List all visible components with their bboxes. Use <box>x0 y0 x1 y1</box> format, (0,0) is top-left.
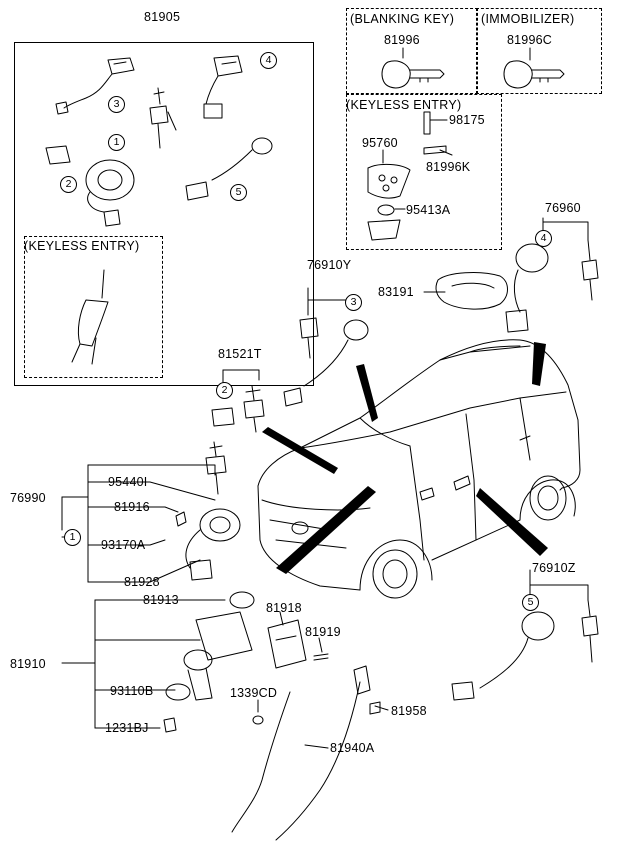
part-label-81919: 81919 <box>305 625 341 639</box>
callout-3: 3 <box>345 294 362 311</box>
indicator-wedges <box>262 342 548 574</box>
callout-1: 1 <box>108 134 125 151</box>
part-label-1231BJ: 1231BJ <box>105 721 149 735</box>
part-label-98175: 98175 <box>449 113 485 127</box>
part-label-83191: 83191 <box>378 285 414 299</box>
callout-5: 5 <box>522 594 539 611</box>
blanking-key-box <box>346 8 478 94</box>
part-label-81996: 81996 <box>384 33 420 47</box>
keyless-entry-box-top <box>346 94 502 250</box>
immobilizer-box <box>476 8 602 94</box>
part-label-93170A: 93170A <box>101 538 146 552</box>
part-label-93110B: 93110B <box>110 684 154 698</box>
part-label-76910Y: 76910Y <box>307 258 352 272</box>
component-sketches <box>45 55 599 841</box>
callout-4: 4 <box>260 52 277 69</box>
callout-3: 3 <box>108 96 125 113</box>
immobilizer-header: (IMMOBILIZER) <box>481 12 575 26</box>
part-label-81916: 81916 <box>114 500 150 514</box>
part-label-95760: 95760 <box>362 136 398 150</box>
part-label-81918: 81918 <box>266 601 302 615</box>
keyless-entry-header-left: (KEYLESS ENTRY) <box>24 239 140 253</box>
part-label-81940A: 81940A <box>330 741 375 755</box>
keyless-entry-header-top: (KEYLESS ENTRY) <box>346 98 462 112</box>
callout-2: 2 <box>216 382 233 399</box>
callout-1: 1 <box>64 529 81 546</box>
group-box-81905 <box>14 42 314 386</box>
part-label-95440I: 95440I <box>108 475 148 489</box>
part-label-81996K: 81996K <box>426 160 471 174</box>
part-label-81996C: 81996C <box>507 33 552 47</box>
part-label-81521T: 81521T <box>218 347 262 361</box>
group-label-81905: 81905 <box>144 10 181 24</box>
part-label-81958: 81958 <box>391 704 427 718</box>
part-label-76960: 76960 <box>545 201 581 215</box>
callout-4: 4 <box>535 230 552 247</box>
callout-2: 2 <box>60 176 77 193</box>
part-label-81928: 81928 <box>124 575 160 589</box>
blanking-key-header: (BLANKING KEY) <box>350 12 455 26</box>
part-label-76910Z: 76910Z <box>532 561 576 575</box>
callout-5: 5 <box>230 184 247 201</box>
keyless-entry-box-left <box>24 236 163 378</box>
leader-lines <box>61 47 589 749</box>
part-label-95413A: 95413A <box>406 203 451 217</box>
part-label-81913: 81913 <box>143 593 179 607</box>
part-label-76990: 76990 <box>10 491 46 505</box>
part-label-1339CD: 1339CD <box>230 686 278 700</box>
part-label-81910: 81910 <box>10 657 46 671</box>
